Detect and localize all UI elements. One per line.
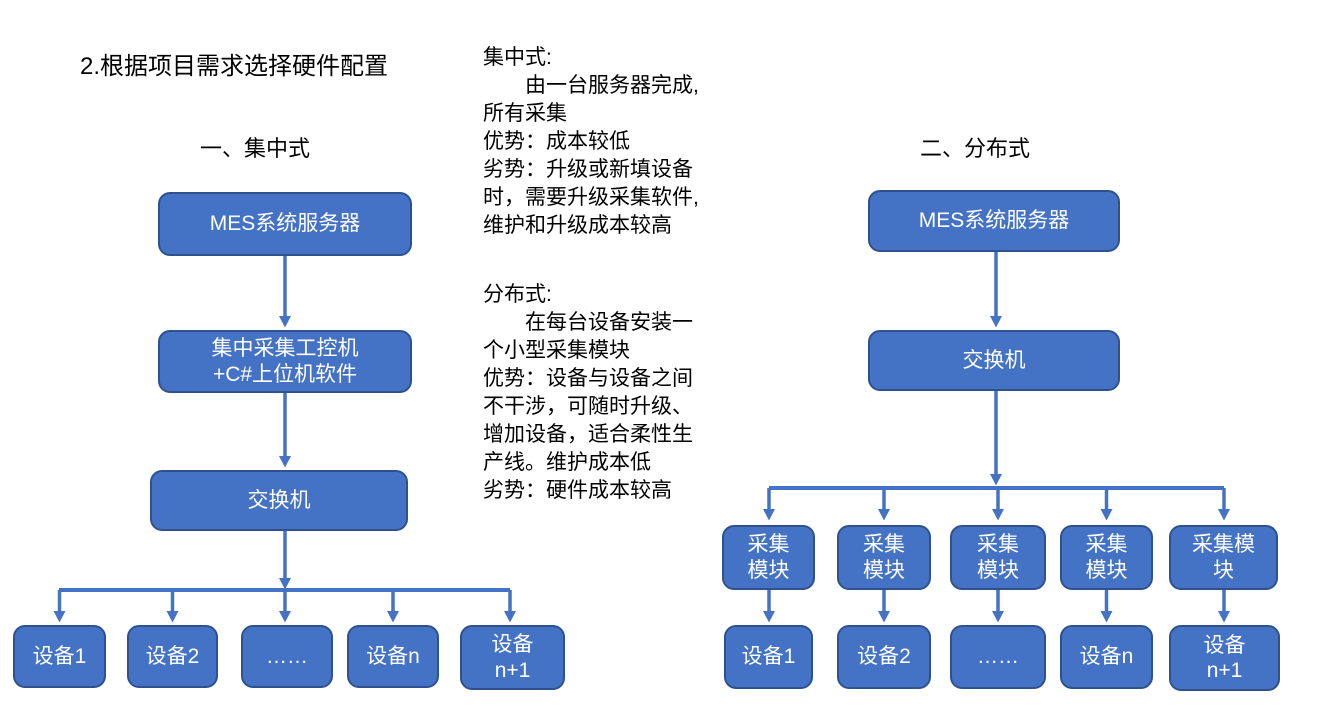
right-device-box-n: 设备n [1060, 625, 1153, 689]
right-module-box-4: 采集 模块 [1060, 525, 1153, 590]
left-device-box-2: 设备2 [127, 625, 218, 688]
right-device-box-1: 设备1 [724, 625, 813, 689]
left-collector-box: 集中采集工控机 +C#上位机软件 [158, 330, 412, 393]
right-switch-box: 交换机 [868, 330, 1120, 391]
right-module-box-3: 采集 模块 [950, 525, 1046, 590]
right-device-box-n-plus-1: 设备 n+1 [1169, 625, 1280, 691]
right-mes-server-box: MES系统服务器 [868, 190, 1120, 252]
right-module-box-5: 采集模 块 [1169, 525, 1278, 590]
right-device-box-ellipsis: …… [950, 625, 1046, 689]
left-heading: 一、集中式 [200, 136, 311, 161]
left-device-box-n: 设备n [347, 625, 439, 688]
left-device-box-1: 设备1 [13, 625, 106, 688]
right-heading: 二、分布式 [920, 136, 1031, 161]
page-title: 2.根据项目需求选择硬件配置 [80, 53, 389, 80]
left-device-box-n-plus-1: 设备 n+1 [460, 625, 565, 690]
right-module-box-2: 采集 模块 [837, 525, 931, 590]
note-centralized: 集中式: 由一台服务器完成, 所有采集 优势：成本较低 劣势：升级或新填设备 时… [483, 46, 699, 237]
right-module-box-1: 采集 模块 [722, 525, 815, 590]
left-switch-box: 交换机 [150, 470, 408, 531]
note-distributed: 分布式: 在每台设备安装一 个小型采集模块 优势：设备与设备之间 不干涉，可随时… [483, 283, 693, 502]
left-mes-server-box: MES系统服务器 [158, 192, 412, 256]
left-device-box-ellipsis: …… [241, 625, 333, 688]
right-device-box-2: 设备2 [837, 625, 931, 689]
